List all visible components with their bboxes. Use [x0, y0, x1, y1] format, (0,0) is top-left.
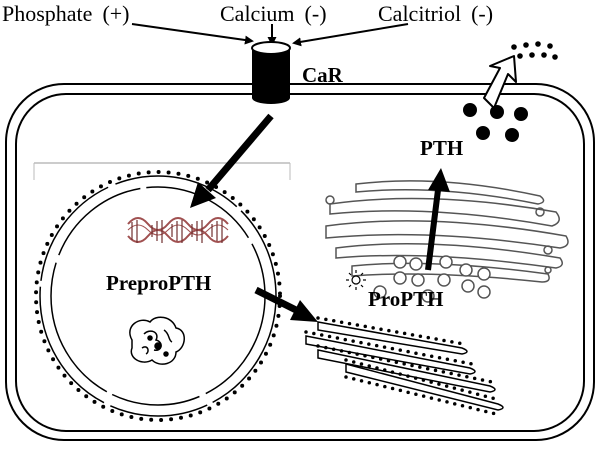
propth-label: ProPTH [368, 287, 443, 311]
secreted-pth-dots [511, 41, 558, 60]
rough-er [304, 316, 504, 417]
calcium-label: Calcium(-) [220, 1, 327, 26]
regulator-arrows [131, 23, 409, 47]
scan-line [33, 162, 291, 180]
sun-icon [346, 270, 366, 290]
secretory-granules [463, 103, 528, 142]
calcitriol-arrow [292, 23, 409, 47]
prepropth-label: PreproPTH [106, 271, 211, 295]
phosphate-label: Phosphate(+) [2, 1, 130, 26]
pth-label: PTH [420, 136, 463, 160]
transport-vesicles [373, 255, 491, 303]
nucleus [34, 170, 282, 422]
nucleolus [129, 316, 185, 365]
cell-membrane [5, 83, 595, 441]
car-label: CaR [302, 63, 344, 87]
dna-helix [127, 217, 229, 243]
er-arrow [254, 286, 318, 322]
phosphate-arrow [131, 23, 254, 45]
secretion-arrow [483, 55, 517, 109]
car-receptor [251, 41, 291, 104]
calcitriol-label: Calcitriol(-) [378, 1, 493, 26]
signal-arrow [190, 113, 274, 208]
maturation-arrow [425, 168, 450, 271]
